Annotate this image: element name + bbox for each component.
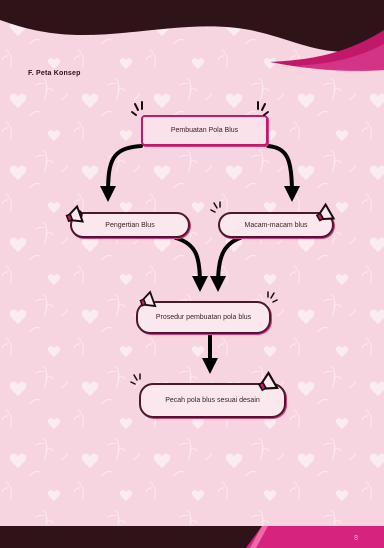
- arrow-right-to-middle: [210, 236, 242, 292]
- sparkle-icon: [210, 201, 221, 213]
- megaphone-icon: [315, 202, 336, 222]
- sparkle-icon: [131, 101, 143, 116]
- sparkle-icon: [257, 101, 269, 116]
- arrow-root-to-left: [100, 144, 143, 202]
- concept-middle-box: Prosedur pembuatan pola blus: [136, 301, 271, 334]
- arrow-root-to-right: [266, 144, 300, 202]
- megaphone-icon: [65, 204, 85, 223]
- top-wave-decoration: [0, 0, 384, 72]
- page-number: 8: [354, 535, 358, 542]
- megaphone-icon: [257, 370, 279, 392]
- megaphone-icon: [139, 290, 157, 308]
- sparkle-icon: [130, 373, 141, 385]
- concept-root-box: Pembuatan Pola Blus: [141, 115, 268, 146]
- section-heading: F. Peta Konsep: [28, 70, 81, 77]
- sparkle-icon: [267, 291, 278, 303]
- concept-left-box: Pengertian Blus: [70, 212, 190, 238]
- concept-right-box: Macam-macam blus: [218, 212, 334, 238]
- arrow-left-to-middle: [174, 236, 208, 292]
- bottom-band-decoration: [0, 526, 384, 548]
